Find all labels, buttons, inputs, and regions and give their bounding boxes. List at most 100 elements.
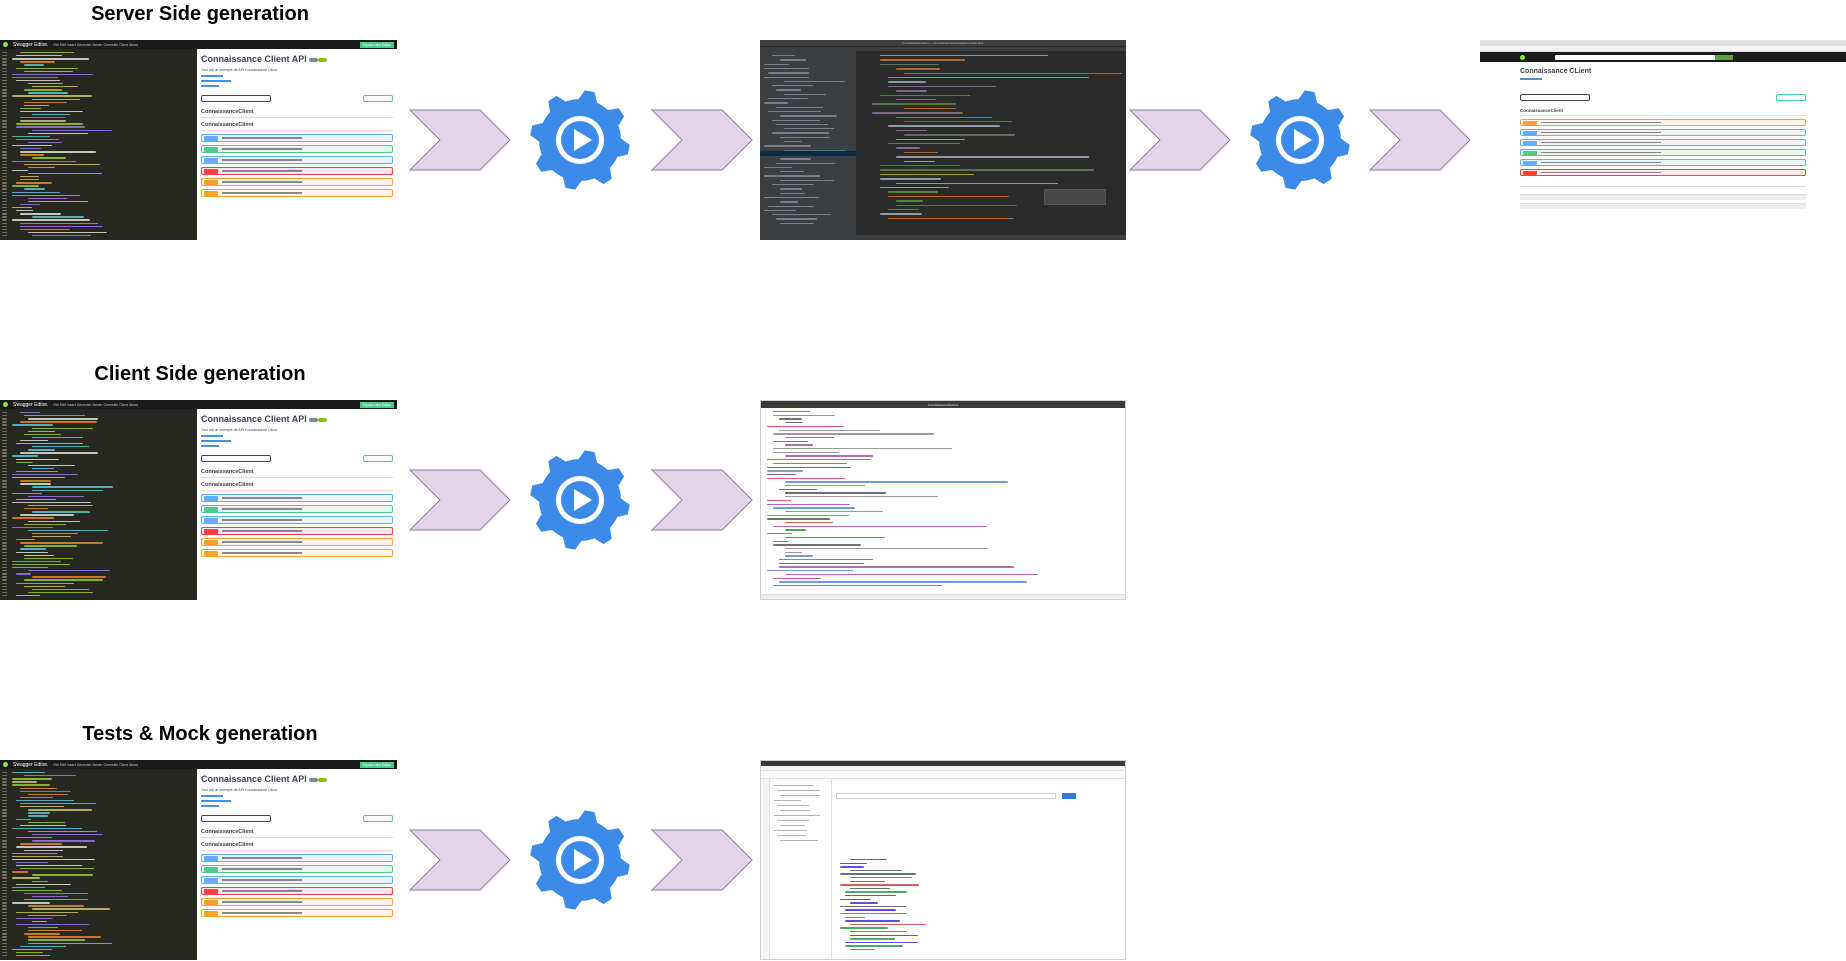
- license-link: [201, 85, 219, 87]
- line-number: [2, 520, 7, 522]
- operation-get: [201, 854, 393, 862]
- operation-get: [201, 494, 393, 502]
- schema-item: [1520, 203, 1806, 209]
- code-line: [896, 99, 937, 101]
- operation-path: [222, 519, 302, 521]
- line-number: [2, 197, 7, 200]
- line-number: [2, 557, 7, 560]
- line-number: [2, 120, 7, 122]
- line-number: [2, 871, 7, 873]
- response-line: [840, 905, 907, 908]
- line-number: [2, 778, 7, 780]
- code-line: [28, 520, 80, 522]
- line-number: [2, 114, 7, 116]
- line-number: [2, 951, 7, 954]
- line-number: [2, 461, 7, 463]
- line-number: [2, 849, 7, 851]
- response-line: [850, 931, 908, 933]
- line-number: [2, 892, 7, 895]
- line-number: [2, 467, 7, 470]
- code-line: [12, 567, 49, 569]
- code-line: [20, 548, 46, 550]
- code-line: [12, 58, 89, 60]
- browser-swagger-ui-screenshot: Connaissance CLient ConnaissanceClient: [1480, 40, 1846, 240]
- tree-node: [776, 162, 836, 164]
- line-number: [2, 172, 7, 175]
- line-number: [2, 865, 7, 867]
- code-line: [880, 187, 949, 189]
- response-line: [850, 880, 885, 882]
- tree-node: [784, 93, 826, 96]
- oas-badge: [317, 57, 327, 62]
- code-line: [20, 412, 41, 414]
- code-line: [888, 209, 920, 211]
- code-line: [12, 219, 90, 221]
- response-line: [850, 938, 895, 940]
- code-line: [785, 510, 883, 513]
- code-line: [12, 889, 62, 892]
- tree-node: [764, 166, 792, 169]
- code-line: [20, 110, 83, 113]
- tree-node: [772, 214, 831, 216]
- browser-tab-strip: [1480, 40, 1846, 46]
- code-line: [16, 126, 85, 128]
- line-number: [2, 185, 7, 187]
- terms-link: [201, 435, 223, 437]
- play-icon: [574, 129, 592, 151]
- code-line: [24, 70, 74, 72]
- line-number: [2, 477, 7, 479]
- line-number: [2, 843, 7, 845]
- code-line: [28, 591, 93, 594]
- play-icon: [574, 849, 592, 871]
- line-number: [2, 492, 7, 494]
- code-line: [16, 573, 32, 575]
- line-number: [2, 567, 7, 569]
- line-number: [2, 933, 7, 935]
- code-line: [896, 116, 993, 118]
- authorize-button: [363, 95, 393, 102]
- line-number: [2, 827, 7, 830]
- authorize-button: [1776, 94, 1806, 101]
- response-line: [845, 909, 896, 911]
- code-line: [12, 784, 50, 786]
- code-line: [779, 418, 803, 420]
- code-line: [12, 191, 61, 193]
- http-method-badge: [204, 528, 218, 534]
- http-method-badge: [204, 179, 218, 185]
- operation-path: [222, 879, 302, 881]
- tag-header-secondary: ConnaissanceClient: [201, 122, 393, 131]
- line-number: [2, 67, 7, 69]
- collection-item: [780, 825, 806, 827]
- servers-row: [201, 455, 393, 462]
- line-number: [2, 858, 7, 861]
- line-number: [2, 163, 7, 165]
- code-line: [767, 518, 831, 520]
- line-number: [2, 815, 7, 817]
- response-line: [845, 895, 896, 897]
- line-number: [2, 126, 7, 128]
- line-number: [2, 455, 7, 457]
- code-line: [20, 213, 62, 215]
- line-number: [2, 551, 7, 553]
- code-line: [20, 790, 72, 792]
- operation-delete: [201, 527, 393, 535]
- code-line: [16, 123, 83, 125]
- http-method-badge: [204, 190, 218, 196]
- operation-path: [1541, 141, 1661, 144]
- code-line: [16, 470, 59, 473]
- api-description: Ceci est un exemple de API Connaissance …: [201, 428, 278, 432]
- code-line: [24, 508, 49, 510]
- tree-node: [784, 80, 845, 83]
- line-number: [2, 840, 7, 842]
- code-line: [20, 803, 96, 805]
- line-number: [2, 536, 7, 538]
- code-line: [767, 503, 850, 505]
- line-number: [2, 117, 7, 119]
- line-number: [2, 526, 7, 529]
- http-method-badge: [204, 168, 218, 174]
- code-line: [28, 793, 68, 796]
- code-line: [896, 147, 920, 149]
- operation-path: [1541, 171, 1661, 174]
- code-editor-screenshot: ConnaissanceClient.cs: [760, 400, 1126, 600]
- code-line: [28, 812, 51, 814]
